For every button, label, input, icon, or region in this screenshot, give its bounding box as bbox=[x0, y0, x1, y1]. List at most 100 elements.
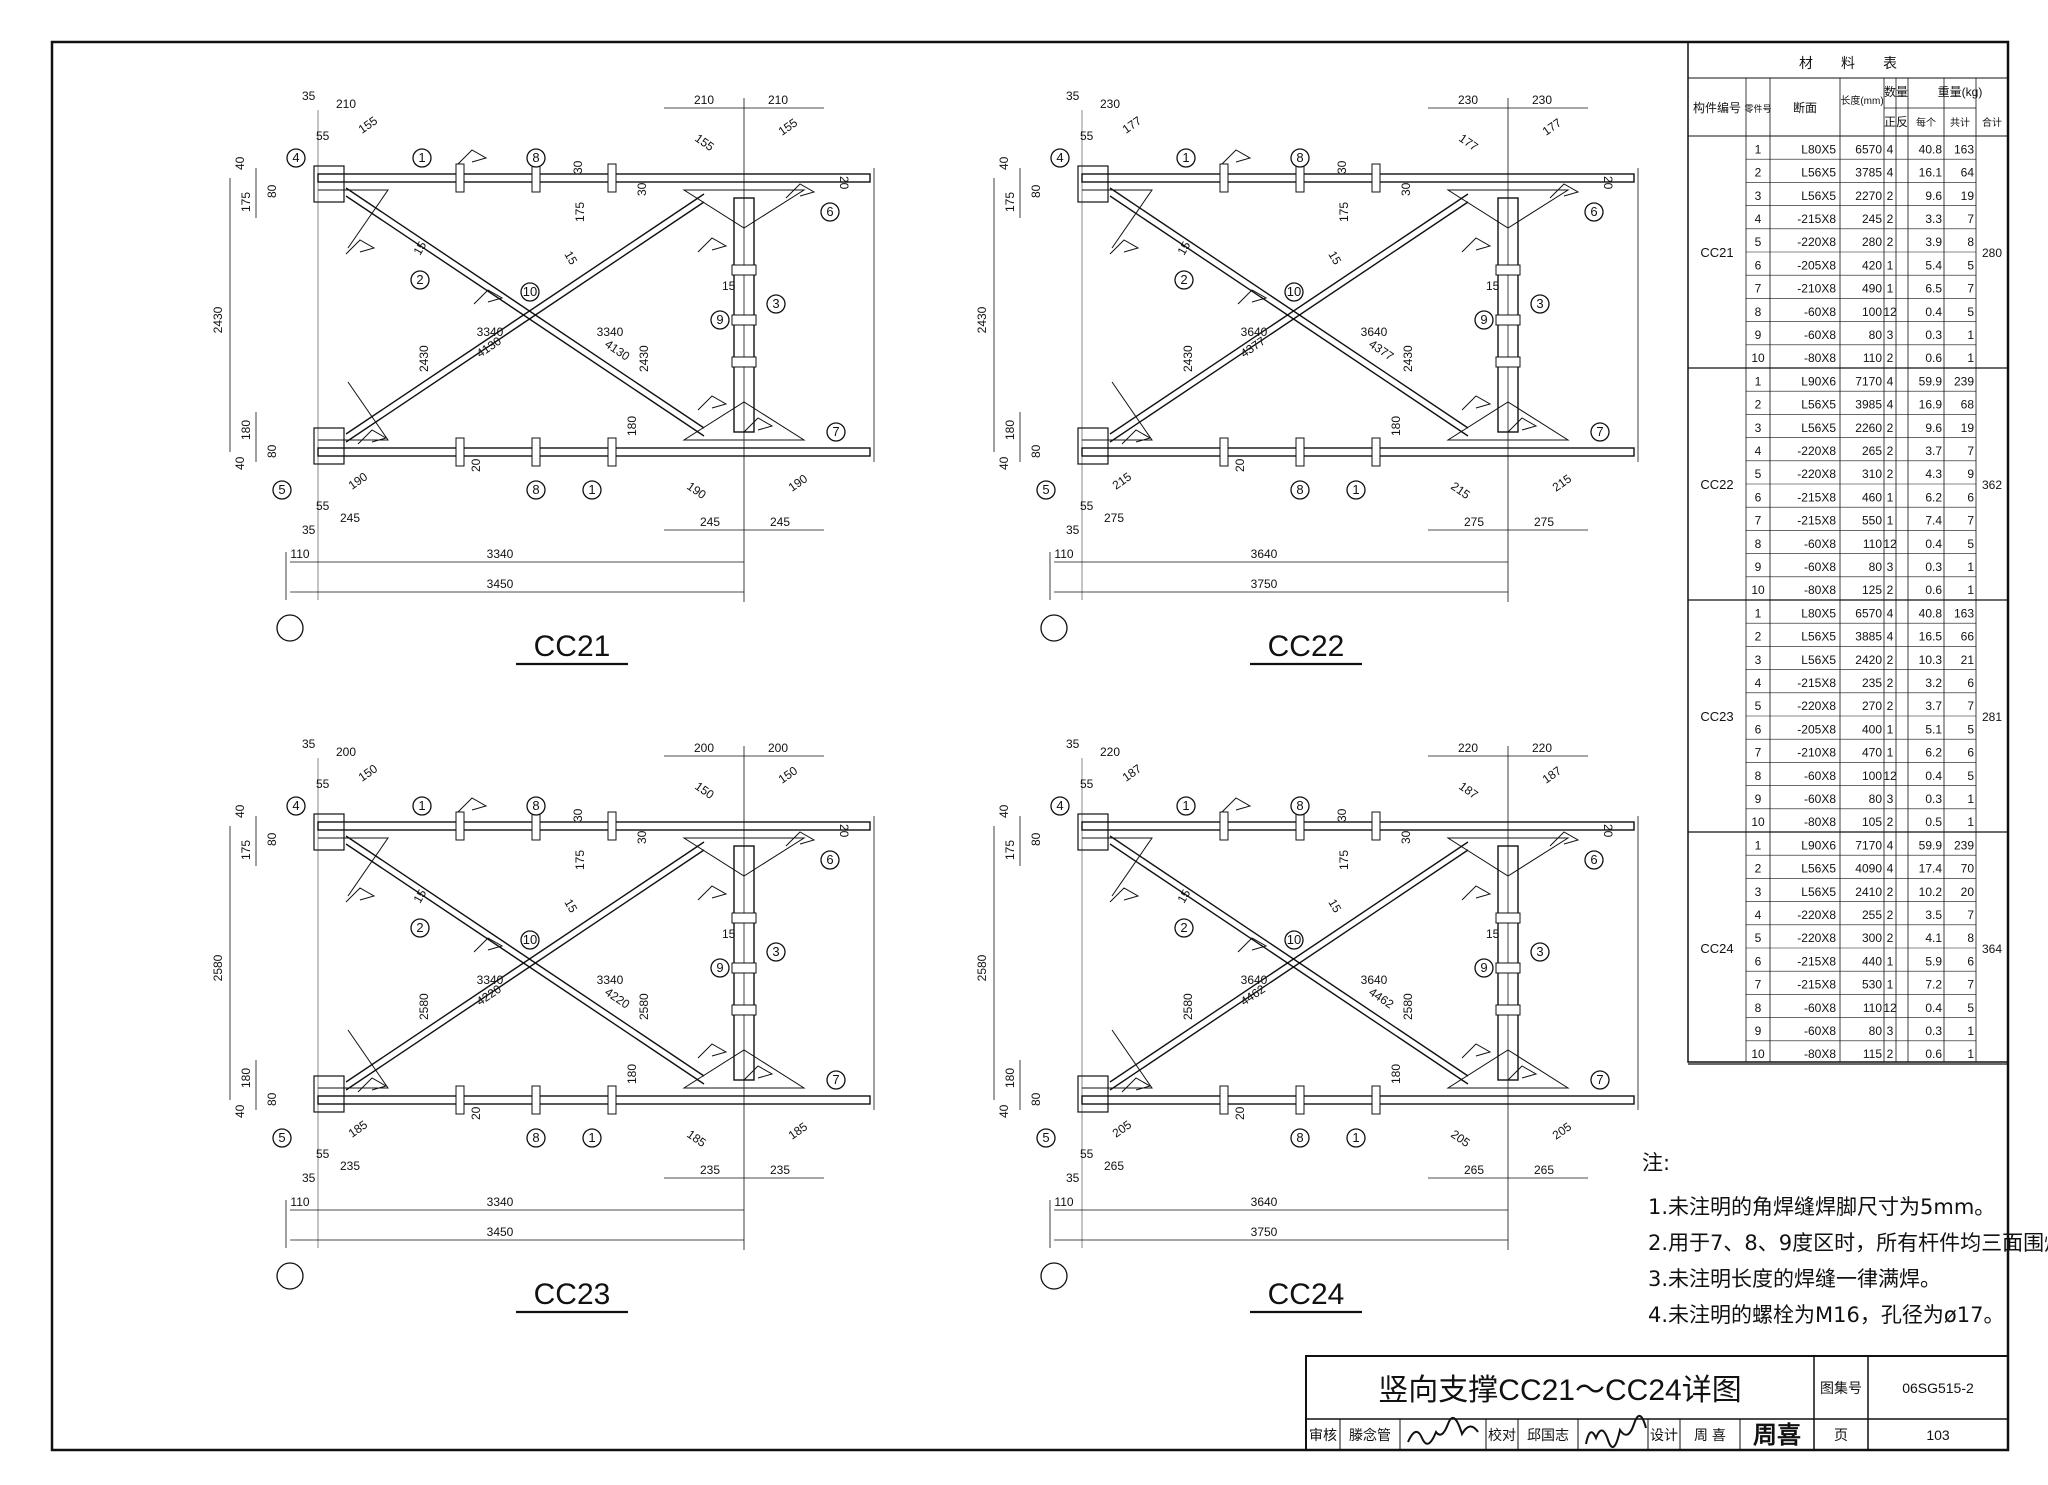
section: L56X5 bbox=[1801, 885, 1836, 899]
end-plate-bottom bbox=[313, 427, 345, 465]
weld-bottom-center-right-dimension: 205 bbox=[1550, 1119, 1575, 1142]
header-part: 零件号 bbox=[1744, 103, 1771, 114]
edge-35-label: 35 bbox=[1066, 737, 1080, 751]
length: 100 bbox=[1862, 305, 1882, 319]
notes: 注: 1.未注明的角焊缝焊脚尺寸为5mm。 2.用于7、8、9度区时，所有杆件均… bbox=[1642, 1151, 2048, 1327]
axis-bubble bbox=[1040, 1262, 1068, 1290]
edge-35-bottom-label: 35 bbox=[302, 1171, 316, 1185]
weight-sum: 5 bbox=[1967, 1001, 1974, 1015]
qty-pos: 1 bbox=[1887, 490, 1894, 504]
length: 235 bbox=[1862, 676, 1882, 690]
header-weight-sum: 共计 bbox=[1950, 116, 1970, 129]
weld-30-label: 30 bbox=[571, 160, 585, 174]
diagonal-height-left: 2430 bbox=[1181, 345, 1195, 372]
header-weight-each: 每个 bbox=[1916, 116, 1936, 129]
part-callout-label-c6: 6 bbox=[1590, 852, 1597, 867]
section: L80X5 bbox=[1801, 606, 1836, 620]
end-plate-top bbox=[1077, 165, 1109, 203]
part-callout-c8 bbox=[1290, 1128, 1310, 1148]
qty-pos: 2 bbox=[1887, 467, 1894, 481]
part-callout-c5 bbox=[1036, 1128, 1056, 1148]
weight-each: 3.3 bbox=[1925, 212, 1942, 226]
edge-40-label: 40 bbox=[233, 804, 247, 818]
part-no: 8 bbox=[1755, 305, 1762, 319]
qty-pos: 2 bbox=[1887, 351, 1894, 365]
length: 3785 bbox=[1855, 166, 1882, 180]
weld-symbol bbox=[1461, 395, 1492, 411]
part-no: 10 bbox=[1751, 1047, 1765, 1061]
part-callout-label-c4: 4 bbox=[1056, 150, 1063, 165]
bolt bbox=[607, 1085, 617, 1115]
plate-80-label: 80 bbox=[265, 832, 279, 846]
length: 110 bbox=[1863, 537, 1882, 551]
weld-top-left-dimension: 187 bbox=[1120, 761, 1145, 784]
check-label: 校对 bbox=[1488, 1427, 1516, 1443]
weight-total: 362 bbox=[1982, 478, 2002, 492]
part-no: 9 bbox=[1755, 328, 1762, 342]
qty-pos: 2 bbox=[1887, 885, 1894, 899]
part-callout-label-c5: 5 bbox=[1042, 482, 1049, 497]
gusset-top-center-left-dimension: 200 bbox=[694, 741, 714, 755]
part-callout-label-c8: 8 bbox=[532, 482, 539, 497]
diagonal-member bbox=[345, 835, 705, 1077]
bolt bbox=[531, 163, 541, 193]
bolt bbox=[1219, 1085, 1229, 1115]
section: -220X8 bbox=[1797, 235, 1836, 249]
diagonal-height-left: 2580 bbox=[1181, 993, 1195, 1020]
section: -215X8 bbox=[1797, 490, 1836, 504]
part-no: 4 bbox=[1755, 908, 1762, 922]
length: 2270 bbox=[1855, 189, 1882, 203]
bolt bbox=[531, 437, 541, 467]
plate-80-bottom-label: 80 bbox=[265, 444, 279, 458]
bolt bbox=[1219, 811, 1229, 841]
weight-each: 7.4 bbox=[1925, 514, 1942, 528]
edge-40-label: 40 bbox=[997, 804, 1011, 818]
weld-15-vertical-label: 15 bbox=[722, 927, 736, 941]
part-callout-label-c7: 7 bbox=[832, 424, 839, 439]
part-callout-label-c8: 8 bbox=[532, 150, 539, 165]
edge-40-bottom-label: 40 bbox=[233, 456, 247, 470]
part-callout-c10 bbox=[1284, 282, 1304, 302]
weld-top-center-right-dimension: 177 bbox=[1540, 115, 1565, 138]
overall-dimension: 3450 bbox=[487, 1225, 514, 1239]
weight-sum: 20 bbox=[1961, 885, 1975, 899]
weight-each: 0.6 bbox=[1925, 583, 1942, 597]
gusset-bottom-dimension: 235 bbox=[340, 1159, 360, 1173]
weight-each: 5.4 bbox=[1925, 258, 1942, 272]
bolt bbox=[1371, 163, 1381, 193]
weight-sum: 7 bbox=[1967, 978, 1974, 992]
qty-pos: 4 bbox=[1887, 630, 1894, 644]
part-callout-label-c8: 8 bbox=[532, 798, 539, 813]
part-callout-c2 bbox=[1174, 918, 1194, 938]
page-number: 103 bbox=[1926, 1427, 1950, 1443]
length: 6570 bbox=[1855, 142, 1882, 156]
gusset-bottom-left bbox=[318, 1029, 389, 1089]
weight-sum: 5 bbox=[1967, 722, 1974, 736]
gusset-bottom-center-right-dimension: 265 bbox=[1534, 1163, 1554, 1177]
section: L90X6 bbox=[1801, 374, 1836, 388]
weld-symbol bbox=[357, 1077, 388, 1093]
diagonal-height-right: 2430 bbox=[1401, 345, 1415, 372]
bolt bbox=[731, 356, 757, 368]
qty-pos: 2 bbox=[1887, 583, 1894, 597]
part-callout-label-c2: 2 bbox=[1180, 920, 1187, 935]
length: 280 bbox=[1862, 235, 1882, 249]
qty-pos: 4 bbox=[1887, 142, 1894, 156]
bottom-offset-dimension: 180 bbox=[239, 1068, 253, 1088]
section: L56X5 bbox=[1801, 189, 1836, 203]
qty-pos: 4 bbox=[1887, 166, 1894, 180]
checker-name: 邱国志 bbox=[1527, 1427, 1569, 1443]
weld-15-right-label: 15 bbox=[1325, 897, 1344, 916]
weight-each: 4.1 bbox=[1925, 931, 1942, 945]
part-callout-label-c3: 3 bbox=[772, 296, 779, 311]
part-no: 2 bbox=[1755, 862, 1762, 876]
bolt bbox=[731, 264, 757, 276]
weld-20-label: 20 bbox=[469, 1106, 483, 1120]
diagonal-member bbox=[345, 841, 705, 1083]
part-no: 3 bbox=[1755, 189, 1762, 203]
gusset-bottom-center-right-dimension: 235 bbox=[770, 1163, 790, 1177]
top-chord bbox=[317, 173, 871, 183]
qty-pos: 2 bbox=[1887, 676, 1894, 690]
diagonal-span-left-dimension: 3340 bbox=[477, 325, 504, 339]
member-id: CC21 bbox=[1700, 245, 1733, 260]
